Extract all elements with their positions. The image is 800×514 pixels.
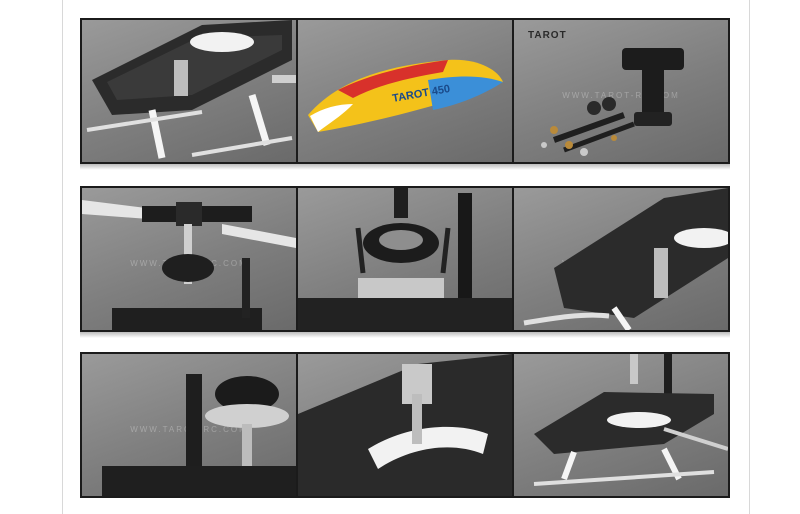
- photo-rotor-head-blades: WWW.TAROT-RC.COM: [82, 188, 296, 330]
- photo-frame-landing-skid: [82, 20, 296, 162]
- frame-skid-illustration: [86, 20, 296, 159]
- photo-main-gear: [298, 354, 512, 496]
- side-frame-illustration: [523, 188, 728, 330]
- tarot-logo: TAROT: [528, 30, 567, 41]
- watermark: WWW.TAROT-RC.COM: [562, 91, 680, 100]
- accessories-illustration: [541, 48, 684, 156]
- rotor-head-illustration: [82, 200, 296, 330]
- photo-row-3: WWW.TAROT-RC.COM: [80, 352, 730, 498]
- row-shadow: [80, 332, 730, 338]
- canopy-illustration: TAROT 450: [308, 59, 503, 132]
- photo-row-1: TAROT 450 TAROT WWW.TAROT-RC.COM: [80, 18, 730, 164]
- photo-main-shaft: WWW.TAROT-RC.COM: [82, 354, 296, 496]
- photo-swashplate: [298, 188, 512, 330]
- swashplate-illustration: [298, 188, 512, 330]
- photo-canopy: TAROT 450: [298, 20, 512, 162]
- main-gear-illustration: [298, 354, 512, 496]
- photo-row-2: WWW.TAROT-RC.COM WWW.TAROT-RC.COM: [80, 186, 730, 332]
- photo-assembled-frame: [514, 354, 728, 496]
- photo-accessories: TAROT WWW.TAROT-RC.COM: [514, 20, 728, 162]
- row-shadow: [80, 164, 730, 170]
- assembled-frame-illustration: [533, 354, 728, 486]
- main-shaft-illustration: [102, 374, 296, 496]
- photo-side-frame: WWW.TAROT-RC.COM: [514, 188, 728, 330]
